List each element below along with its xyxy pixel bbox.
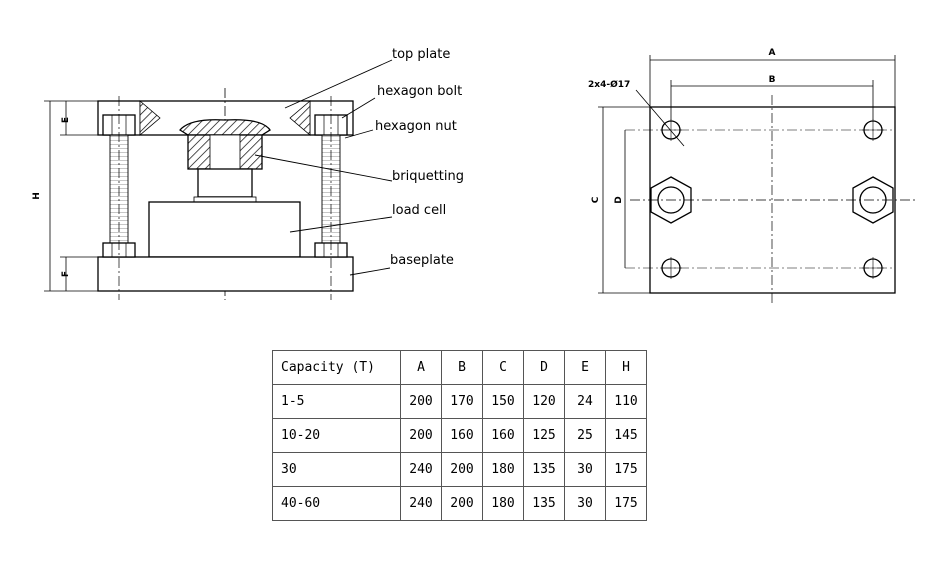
label-load-cell: load cell [392, 203, 446, 218]
dim-e-label: E [61, 117, 71, 123]
cell-capacity: 30 [272, 452, 401, 487]
spec-table: Capacity (T) A B C D E H 1-5 200 170 150… [272, 350, 647, 521]
label-top-plate: top plate [392, 47, 450, 62]
hexagon-bolt-left [102, 96, 136, 300]
table-row: 40-60 240 200 180 135 30 175 [272, 486, 647, 521]
table-header-row: Capacity (T) A B C D E H [272, 350, 647, 385]
bolt-head-left [650, 176, 692, 224]
header-d: D [523, 350, 565, 385]
cell-b: 200 [441, 452, 483, 487]
dim-c-label: C [591, 196, 601, 203]
cell-c: 150 [482, 384, 524, 419]
dim-b-label: B [769, 75, 776, 85]
cell-capacity: 10-20 [272, 418, 401, 453]
header-b: B [441, 350, 483, 385]
hexagon-bolt-right [314, 96, 348, 300]
dim-a-label: A [769, 48, 776, 58]
header-a: A [400, 350, 442, 385]
dim-d-label: D [614, 196, 624, 203]
side-view [44, 59, 393, 300]
cell-a: 240 [400, 486, 442, 521]
cell-e: 25 [564, 418, 606, 453]
label-hexagon-nut: hexagon nut [375, 119, 457, 134]
label-baseplate: baseplate [390, 253, 454, 268]
mounting-hole-tl [660, 119, 682, 141]
cell-h: 175 [605, 486, 647, 521]
cell-e: 30 [564, 452, 606, 487]
table-row: 30 240 200 180 135 30 175 [272, 452, 647, 487]
mounting-hole-tr [862, 119, 884, 141]
cell-c: 180 [482, 486, 524, 521]
label-hexagon-bolt: hexagon bolt [377, 84, 462, 99]
baseplate-shape [97, 256, 354, 292]
cell-d: 120 [523, 384, 565, 419]
cell-a: 200 [400, 418, 442, 453]
cell-b: 160 [441, 418, 483, 453]
cell-b: 200 [441, 486, 483, 521]
top-dimension-lines [598, 55, 896, 294]
leader-lines [254, 59, 393, 276]
header-e: E [564, 350, 606, 385]
table-row: 1-5 200 170 150 120 24 110 [272, 384, 647, 419]
load-cell-shape [148, 201, 301, 258]
top-view [598, 55, 915, 305]
dim-f-label: F [61, 271, 71, 277]
mounting-kit-drawing: top plate hexagon bolt hexagon nut briqu… [32, 47, 915, 305]
cell-h: 175 [605, 452, 647, 487]
header-c: C [482, 350, 524, 385]
cell-d: 125 [523, 418, 565, 453]
cell-c: 160 [482, 418, 524, 453]
cell-capacity: 1-5 [272, 384, 401, 419]
cell-capacity: 40-60 [272, 486, 401, 521]
mounting-hole-bl [660, 257, 682, 279]
cell-d: 135 [523, 486, 565, 521]
bolt-head-right [852, 176, 894, 224]
cell-c: 180 [482, 452, 524, 487]
briquetting-shape [179, 119, 271, 203]
cell-b: 170 [441, 384, 483, 419]
table-row: 10-20 200 160 160 125 25 145 [272, 418, 647, 453]
cell-h: 110 [605, 384, 647, 419]
cell-e: 30 [564, 486, 606, 521]
cell-a: 240 [400, 452, 442, 487]
cell-h: 145 [605, 418, 647, 453]
hole-note-label: 2x4-Ø17 [588, 79, 630, 90]
dim-h-label: H [32, 192, 42, 200]
cell-d: 135 [523, 452, 565, 487]
mounting-hole-br [862, 257, 884, 279]
cell-a: 200 [400, 384, 442, 419]
header-capacity: Capacity (T) [272, 350, 401, 385]
label-briquetting: briquetting [392, 169, 464, 184]
cell-e: 24 [564, 384, 606, 419]
side-dimension-lines [44, 100, 98, 292]
header-h: H [605, 350, 647, 385]
